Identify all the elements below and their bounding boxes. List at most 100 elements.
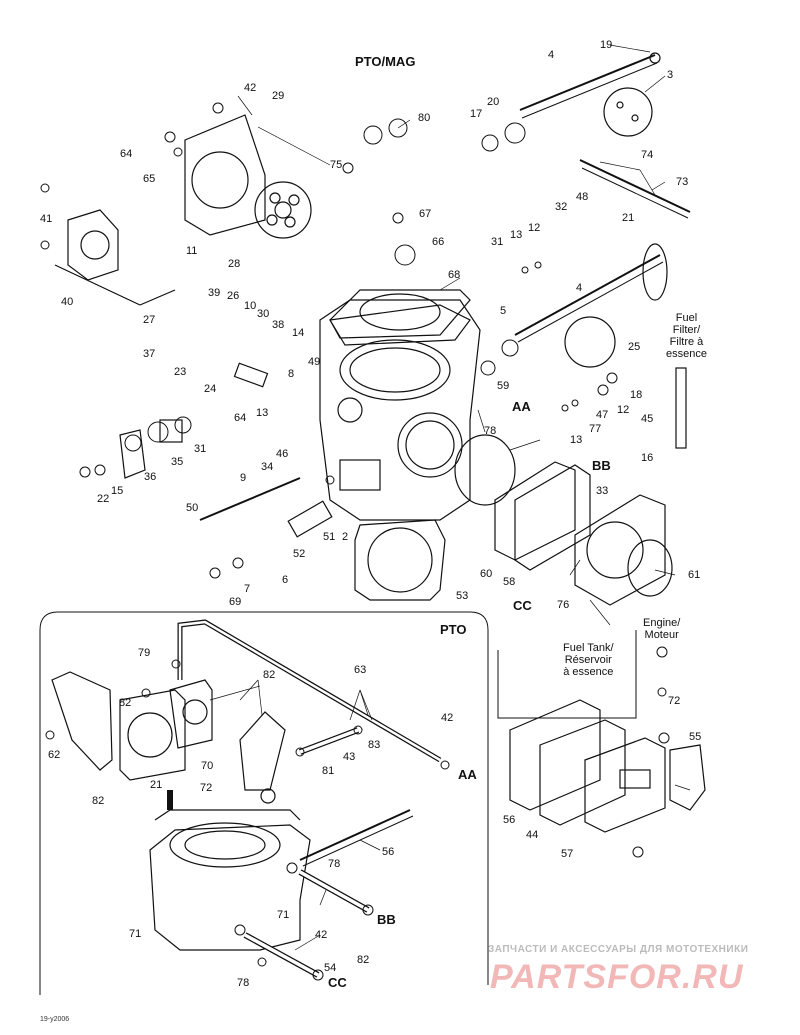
callout: 60 [480, 568, 493, 580]
mag-carburetor-body [319, 299, 481, 521]
flange-plate [119, 679, 213, 781]
callout: 11 [186, 245, 198, 257]
callout: 2 [342, 531, 349, 543]
callout: 69 [229, 596, 242, 608]
fuel-line-79 [177, 619, 442, 763]
callout: 56 [382, 846, 395, 858]
callout: 13 [570, 434, 583, 446]
gasket-69 [354, 519, 446, 601]
plate-3 [603, 87, 653, 137]
callout: 30 [257, 308, 270, 320]
callout: 46 [276, 448, 289, 460]
section-ref-aa-top: AA [512, 399, 531, 414]
diaphragm-28 [254, 181, 312, 239]
callout: 12 [617, 404, 630, 416]
callout: 9 [240, 472, 247, 484]
callout: 72 [200, 782, 213, 794]
callout: 83 [368, 739, 381, 751]
section-ref-cc-top: CC [513, 598, 532, 613]
diaphragm-55 [539, 719, 626, 826]
callout: 82 [119, 697, 132, 709]
callout: 4 [548, 49, 555, 61]
callout: 57 [561, 848, 574, 860]
callout: 29 [272, 90, 285, 102]
callout: 31 [491, 236, 504, 248]
cover-29 [184, 114, 266, 236]
callout: 27 [143, 314, 156, 326]
callout: 74 [641, 149, 654, 161]
pto-carburetor-body [149, 809, 311, 951]
callout: 71 [277, 909, 290, 921]
callout: 41 [40, 213, 53, 225]
callout: 24 [204, 383, 217, 395]
gasket-60 [514, 464, 591, 571]
callout: 37 [143, 348, 156, 360]
callout: 66 [432, 236, 445, 248]
callout: 6 [282, 574, 289, 586]
gasket-54 [509, 699, 601, 811]
fuel-tank-section-outline [497, 630, 637, 719]
callout: 36 [144, 471, 157, 483]
rod-73 [579, 159, 691, 213]
section-ref-bb-bottom: BB [377, 912, 396, 927]
callout: 22 [97, 493, 110, 505]
callout: 75 [330, 159, 343, 171]
callout: 70 [201, 760, 214, 772]
callout: 62 [48, 749, 61, 761]
callout: 39 [208, 287, 221, 299]
throttle-shaft-19 [519, 54, 656, 111]
callout: 72 [668, 695, 681, 707]
callout: 55 [689, 731, 702, 743]
callout: 76 [557, 599, 570, 611]
callout: 32 [555, 201, 568, 213]
callout: 52 [293, 548, 306, 560]
callout: 21 [622, 212, 635, 224]
callout: 50 [186, 502, 199, 514]
callout: 59 [497, 380, 510, 392]
callout: 67 [419, 208, 432, 220]
callout: 45 [641, 413, 654, 425]
callout: 31 [194, 443, 207, 455]
o-ring-9 [454, 434, 516, 506]
shaft-21 [514, 254, 661, 336]
callout: 8 [288, 368, 295, 380]
callout: 82 [263, 669, 276, 681]
callout: 78 [328, 858, 341, 870]
callout: 33 [596, 485, 609, 497]
callout: 82 [92, 795, 105, 807]
callout: 13 [510, 229, 523, 241]
callout: 43 [343, 751, 356, 763]
callout: 78 [237, 977, 250, 989]
callout: 38 [272, 319, 285, 331]
section-ref-aa-bottom: AA [458, 767, 477, 782]
callout: 77 [589, 423, 602, 435]
o-ring-58 [627, 539, 673, 597]
callout: 58 [503, 576, 516, 588]
bracket-44 [669, 744, 706, 811]
pto-section-outline [39, 611, 489, 995]
callout: 16 [641, 452, 654, 464]
callout: 3 [667, 69, 674, 81]
callout: 21 [150, 779, 163, 791]
cover-40 [67, 209, 119, 281]
callout: 68 [448, 269, 461, 281]
callout: 4 [576, 282, 583, 294]
callout: 71 [129, 928, 142, 940]
callout: 5 [500, 305, 507, 317]
callout: 15 [111, 485, 124, 497]
callout: 35 [171, 456, 184, 468]
fuel-filter-77 [675, 367, 687, 449]
callout: 73 [676, 176, 689, 188]
callout: 64 [234, 412, 247, 424]
callout: 64 [120, 148, 133, 160]
callout: 81 [322, 765, 335, 777]
callout: 7 [244, 583, 251, 595]
callout: 34 [261, 461, 274, 473]
callout: 82 [357, 954, 370, 966]
callout: 25 [628, 341, 641, 353]
callout: 14 [292, 327, 305, 339]
callout: 44 [526, 829, 539, 841]
